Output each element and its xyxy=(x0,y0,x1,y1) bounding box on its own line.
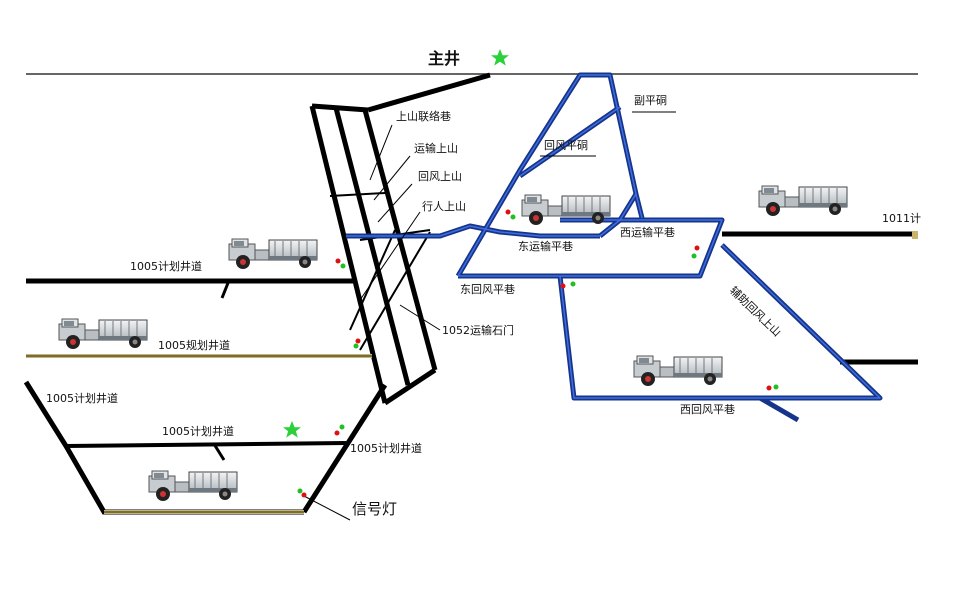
signal-light-icon xyxy=(505,209,516,220)
vehicle-icon xyxy=(228,238,318,270)
crosscut-1052-label: 1052运输石门 xyxy=(442,324,514,337)
lane-1005-a-label: 1005计划井道 xyxy=(130,260,202,273)
signal-light-icon xyxy=(353,338,361,349)
return-air-tunnel-label: 回风平硐 xyxy=(544,139,588,152)
rail-lines xyxy=(26,354,372,514)
right-lanes xyxy=(722,231,918,365)
west-return-label: 西回风平巷 xyxy=(680,403,735,416)
right-edge-mark xyxy=(912,231,918,239)
return-air-up-label: 回风上山 xyxy=(418,170,462,183)
east-return-label: 东回风平巷 xyxy=(460,283,515,296)
signal-light-icon xyxy=(766,384,779,391)
hill-connector-label: 上山联络巷 xyxy=(396,110,451,123)
lane-1005-b-label: 1005规划井道 xyxy=(158,339,230,352)
star-icon xyxy=(491,49,509,66)
lane-1005-e-label: 1005计划井道 xyxy=(350,442,422,455)
lane-1005-c-label: 1005计划井道 xyxy=(46,392,118,405)
signal-light-icon xyxy=(335,258,346,269)
incline-crossings xyxy=(329,192,431,351)
main-shaft-link xyxy=(367,72,491,113)
signal-light-icon xyxy=(334,424,345,436)
east-transport-label: 东运输平巷 xyxy=(518,240,573,253)
lane-1005-d-label: 1005计划井道 xyxy=(162,425,234,438)
vehicle-icon xyxy=(758,185,848,217)
vehicle-icon xyxy=(148,470,238,502)
incline-frame xyxy=(309,103,438,406)
lane-1011-label: 1011计 xyxy=(882,212,921,225)
pedestrian-up-label: 行人上山 xyxy=(422,200,466,213)
vehicle-icon xyxy=(633,355,723,387)
auxiliary-tunnel-label: 副平硐 xyxy=(634,94,667,107)
signal-light-legend-label: 信号灯 xyxy=(352,500,398,518)
star-icon xyxy=(283,421,301,438)
main-shaft-label: 主井 xyxy=(428,49,461,68)
blue-roadways xyxy=(346,72,883,423)
vehicle-icon xyxy=(58,318,148,350)
signal-light-icon xyxy=(560,281,576,289)
west-transport-label: 西运输平巷 xyxy=(620,226,675,239)
signal-light-icon xyxy=(691,245,700,259)
transport-up-label: 运输上山 xyxy=(414,142,458,155)
leader-lines xyxy=(303,111,676,521)
signal-light-icon xyxy=(297,488,307,498)
